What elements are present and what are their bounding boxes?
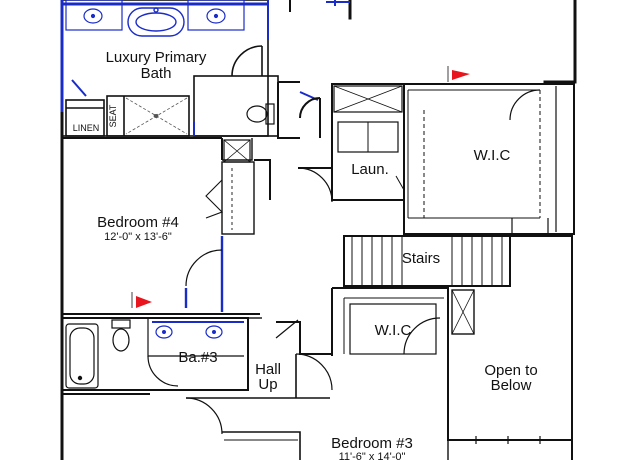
primary-bath-room bbox=[60, 0, 350, 137]
hall-label-line2: Up bbox=[258, 376, 277, 393]
bedroom3-dims: 11'-6" x 14'-0" bbox=[339, 451, 406, 460]
bedroom4-dims: 12'-0" x 13'-6" bbox=[104, 231, 172, 243]
linen-label: LINEN bbox=[73, 123, 100, 133]
hall-label-line1: Hall bbox=[255, 361, 281, 378]
bath3-label: Ba.#3 bbox=[178, 349, 217, 366]
laundry-label: Laun. bbox=[351, 161, 389, 178]
wic-upper-label: W.I.C bbox=[474, 147, 511, 164]
open-below-label-line1: Open to bbox=[484, 362, 537, 379]
sink-icon bbox=[83, 8, 226, 24]
entry-arrow-icon bbox=[447, 66, 470, 82]
wic-lower-room bbox=[331, 287, 475, 356]
stairs-label: Stairs bbox=[402, 250, 440, 267]
bedroom4-room bbox=[62, 137, 260, 315]
bath3-room bbox=[61, 317, 262, 391]
wic-lower-label: W.I.C bbox=[375, 322, 412, 339]
bedroom3-name: Bedroom #3 bbox=[331, 435, 413, 452]
laundry-room bbox=[297, 83, 405, 203]
entry-arrow-icon bbox=[131, 292, 152, 308]
stairs-icon bbox=[343, 235, 573, 460]
shower-icon bbox=[125, 97, 188, 135]
open-below-label-line2: Below bbox=[491, 377, 532, 394]
bedroom4-name: Bedroom #4 bbox=[97, 214, 179, 231]
toilet-icon bbox=[246, 103, 275, 125]
open-to-below-area bbox=[447, 354, 572, 460]
primary-bath-label-line2: Bath bbox=[141, 65, 172, 82]
wic-upper-room bbox=[403, 83, 575, 235]
seat-label: SEAT bbox=[108, 104, 118, 127]
bathtub-icon bbox=[65, 323, 99, 389]
primary-bath-label-line1: Luxury Primary bbox=[106, 49, 207, 66]
bathtub-icon bbox=[127, 7, 185, 37]
sink-icon bbox=[155, 325, 223, 339]
hall-lower-walls bbox=[62, 319, 333, 460]
toilet-icon bbox=[111, 319, 131, 352]
hall-upper-walls bbox=[254, 0, 321, 200]
